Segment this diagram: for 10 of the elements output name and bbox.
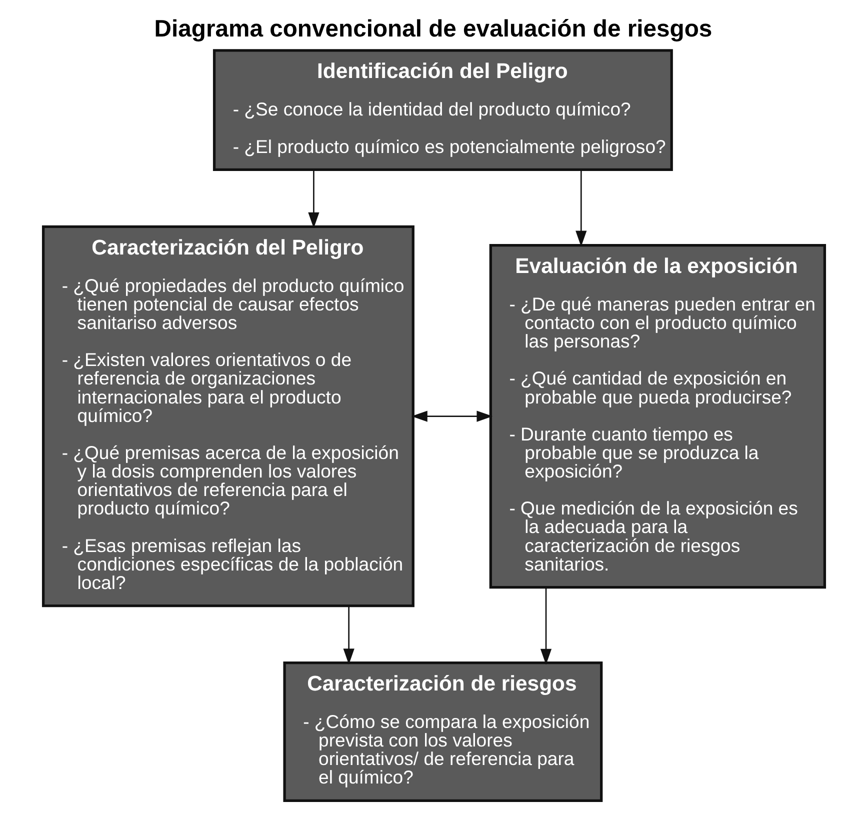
arrow <box>308 170 319 228</box>
node-box: Caracterización del Peligro - ¿Qué propiedades del producto químico tienen potencial de causar efectos sanitariso adversos - ¿Existen valores orientativos o de referencia de organizaciones internacionales para el producto químico? - ¿Qué premisas acerca de la exposición y la dosis comprenden los valores orientativos de referencia para el producto químico? - ¿Esas premisas reflejan las condiciones específicas de la población local? <box>41 225 414 608</box>
node-box: Caracterización de riesgos - ¿Cómo se compara la exposición prevista con los valores orientativos/ de referencia para el químico? <box>282 662 602 802</box>
node-box: Evaluación de la exposición - ¿De qué maneras pueden entrar en contacto con el producto químico las personas? - ¿Qué cantidad de exposición en probable que pueda producirse? - Durante cuanto tiempo es probable que se produzca la exposición? - Que medición de la exposición es la adecuada para la caracterización de riesgos sanitarios. <box>488 244 826 589</box>
arrow <box>342 606 354 665</box>
arrow <box>540 587 552 665</box>
diagram-title: Diagrama convencional de evaluación de riesgos <box>154 15 712 42</box>
node-box: Identificación del Peligro - ¿Se conoce la identidad del producto químico? - ¿El producto químico es potencialmente peligroso? <box>212 49 672 172</box>
arrow <box>410 410 492 422</box>
arrow <box>575 170 586 247</box>
